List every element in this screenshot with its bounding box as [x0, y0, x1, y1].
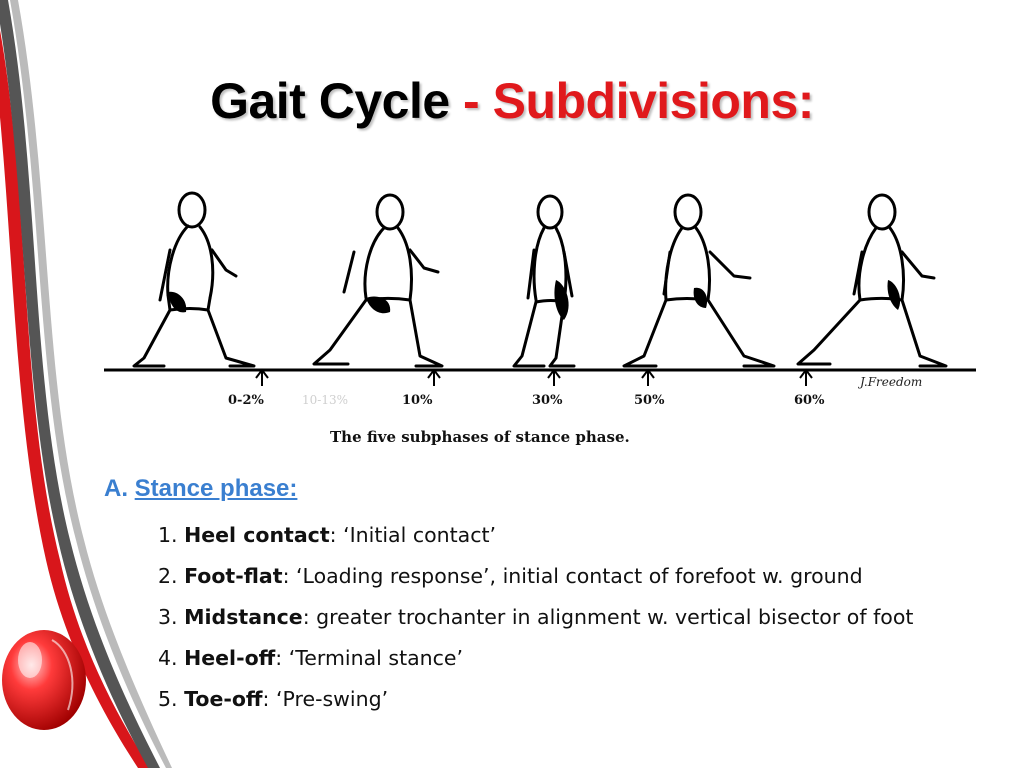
light-swoosh — [10, 0, 172, 768]
artist-signature: J.Freedom — [857, 375, 922, 389]
red-balloon-icon — [2, 630, 86, 730]
walking-figure-1 — [132, 191, 256, 368]
item-term: Midstance — [184, 605, 303, 629]
title-separator: - — [449, 73, 493, 129]
item-term: Foot-flat — [184, 564, 283, 588]
list-item: 4. Heel-off: ‘Terminal stance’ — [158, 641, 1018, 682]
percent-label-5: 60% — [794, 393, 825, 408]
percent-label-3: 30% — [532, 393, 563, 408]
gait-figure: 0-2% 10-13% 10% 30% 50% 60% J.Freedom Th… — [104, 191, 976, 446]
faint-percent-label: 10-13% — [302, 393, 348, 407]
item-term: Heel contact — [184, 523, 330, 547]
item-description: : ‘Terminal stance’ — [275, 646, 464, 670]
figure-caption: The five subphases of stance phase. — [330, 428, 630, 446]
percent-label-2: 10% — [402, 393, 433, 408]
list-item: 3. Midstance: greater trochanter in alig… — [158, 600, 1018, 641]
item-description: : ‘Pre-swing’ — [262, 687, 389, 711]
title-main: Gait Cycle — [210, 73, 450, 129]
list-item: 2. Foot-flat: ‘Loading response’, initia… — [158, 559, 1018, 600]
item-term: Heel-off — [184, 646, 276, 670]
item-description: : greater trochanter in alignment w. ver… — [302, 605, 914, 629]
list-item: 1. Heel contact: ‘Initial contact’ — [158, 518, 1018, 559]
red-swoosh — [0, 30, 150, 768]
item-number: 4. — [158, 646, 178, 670]
section-letter: A. — [104, 475, 128, 502]
section-heading: A. Stance phase: — [104, 475, 297, 503]
gray-swoosh — [0, 0, 160, 768]
item-description: : ‘Initial contact’ — [329, 523, 497, 547]
item-description: : ‘Loading response’, initial contact of… — [282, 564, 863, 588]
item-number: 5. — [158, 687, 178, 711]
item-number: 1. — [158, 523, 178, 547]
list-item: 5. Toe-off: ‘Pre-swing’ — [158, 682, 1018, 723]
item-number: 2. — [158, 564, 178, 588]
walking-figure-5 — [796, 193, 948, 368]
stance-subphase-list: 1. Heel contact: ‘Initial contact’ 2. Fo… — [158, 518, 1018, 723]
item-term: Toe-off — [184, 687, 263, 711]
percent-label-4: 50% — [634, 393, 665, 408]
section-label: Stance phase: — [134, 475, 298, 502]
walking-figure-2 — [312, 193, 444, 368]
title-highlight: Subdivisions: — [492, 73, 815, 129]
walking-figure-4 — [622, 193, 776, 368]
walking-figure-3 — [512, 194, 576, 368]
item-number: 3. — [158, 605, 178, 629]
slide-title: Gait Cycle - Subdivisions: — [0, 72, 1024, 130]
percent-label-1: 0-2% — [228, 393, 264, 408]
